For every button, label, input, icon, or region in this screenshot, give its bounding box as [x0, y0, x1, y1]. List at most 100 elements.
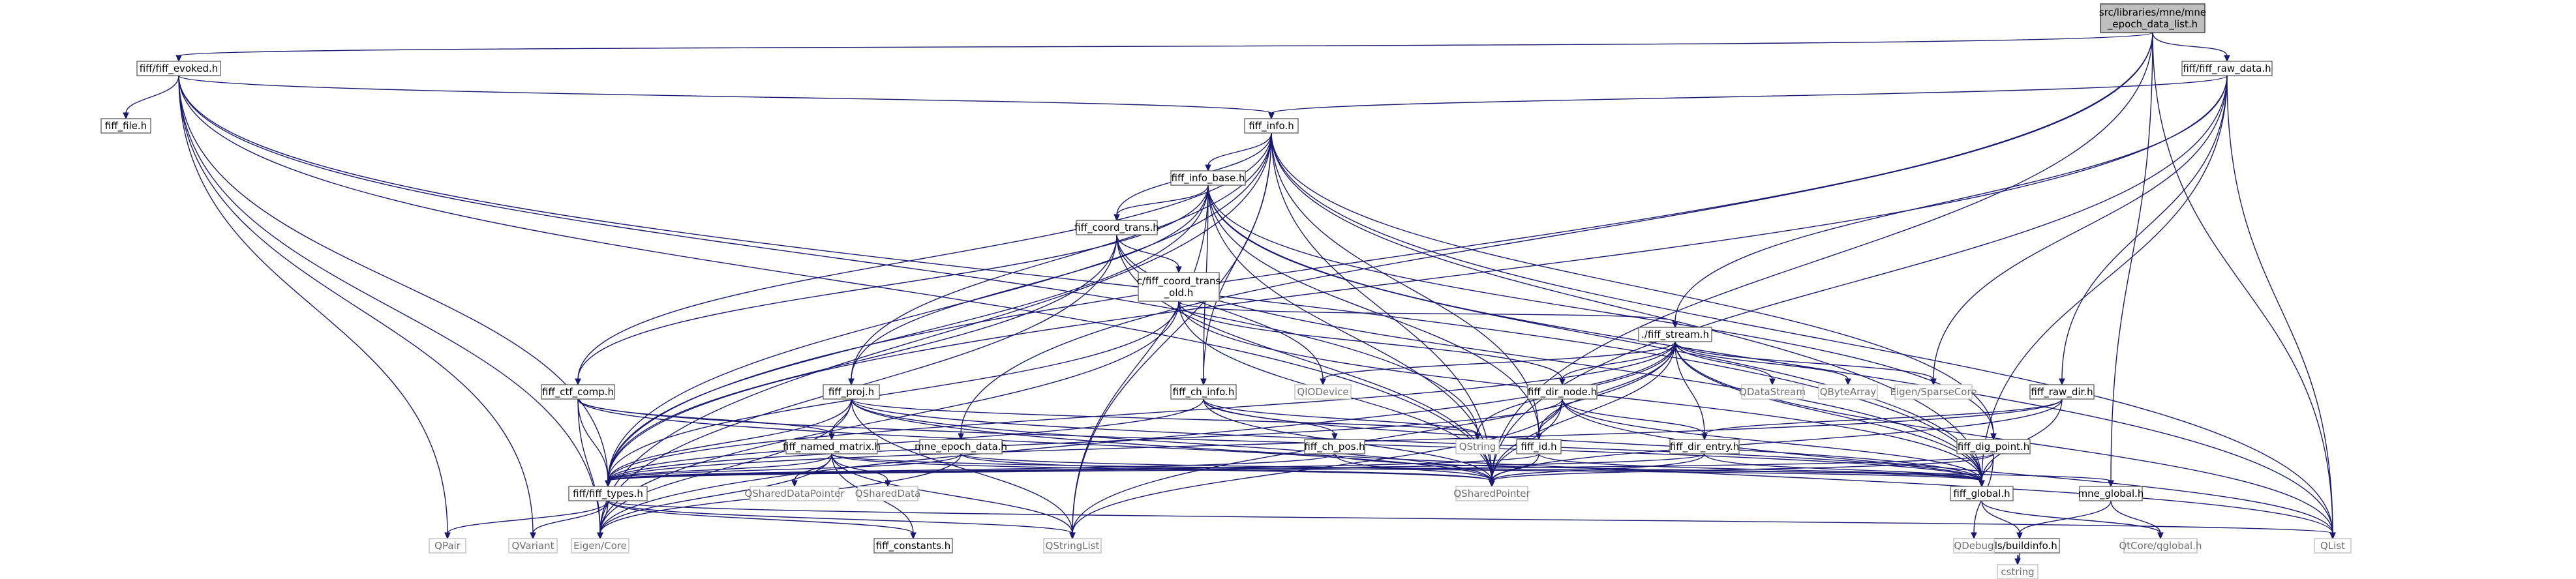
node-box-fiff-ch-info — [1170, 384, 1237, 400]
edge-fiff_named_matrix-to-Eigen_Core — [599, 453, 832, 534]
edge-fiff_proj-to-fiff_types — [607, 398, 852, 482]
edge-fiff_dir_node-to-fiff_dir_entry — [1562, 398, 1705, 435]
edge-fiff_stream-to-QIODevice — [1322, 341, 1676, 380]
node-QByteArray: QByteArray — [1818, 384, 1878, 400]
edge-fiff_stream-to-QDataStream — [1674, 341, 1773, 380]
arrowhead-fiff_coord_trans-to-c_fiff_coord_trans_old — [1175, 266, 1182, 274]
edge-fiff_evoked-to-fiff_info — [178, 75, 1272, 114]
arrowhead-fiff_raw_dir-to-fiff_dir_entry — [1701, 433, 1708, 441]
edge-fiff_raw_data-to-QSharedPointer — [1491, 75, 2228, 482]
edge-fiff_info_base-to-fiff_ctf_comp — [577, 185, 1209, 380]
node-fiff-id[interactable]: fiff_id.h — [1516, 439, 1562, 454]
node-Eigen-SparseCore: Eigen/SparseCore — [1890, 384, 1977, 400]
node-fiff-ch-pos[interactable]: fiff_ch_pos.h — [1304, 439, 1365, 454]
edge-root-to-mne_global — [2110, 32, 2153, 482]
node-label-fiff-raw-data: fiff/fiff_raw_data.h — [2183, 63, 2271, 75]
node-fiff-evoked[interactable]: fiff/fiff_evoked.h — [136, 61, 221, 76]
node-label-QByteArray: QByteArray — [1820, 386, 1877, 398]
node-label-fiff-file: fiff_file.h — [105, 120, 147, 132]
node-box-c-fiff-coord-trans-old — [1138, 272, 1220, 302]
edge-mne_epoch_data-to-mne_global — [960, 453, 2112, 482]
edge-fiff_raw_data-to-QList — [2226, 75, 2333, 534]
node-fiff-info-base[interactable]: fiff_info_base.h — [1170, 170, 1246, 186]
arrowhead-fiff_ch_info-to-QString — [1474, 433, 1481, 441]
node-label-Eigen-Core: Eigen/Core — [573, 540, 627, 552]
node-QPair: QPair — [429, 538, 466, 554]
node-label-QString: QString — [1459, 441, 1496, 453]
node-label-c-fiff-coord-trans-old: _old.h — [1164, 287, 1194, 299]
arrowhead-fiff_info_base-to-fiff_ctf_comp — [575, 378, 581, 386]
node-label-fiff-constants: fiff_constants.h — [876, 540, 951, 552]
node-c-fiff-coord-trans-old[interactable]: c/fiff_coord_trans_old.h — [1137, 272, 1221, 302]
edge-root-to-mne_epoch_data — [960, 32, 2153, 435]
node-label-fiff-global: fiff_global.h — [1953, 488, 2010, 500]
node-fiff-named-matrix[interactable]: fiff_named_matrix.h — [783, 439, 881, 454]
edge-fiff_info-to-fiff_id — [1271, 132, 1539, 435]
node-QString: QString — [1455, 439, 1500, 454]
edge-fiff_stream-to-fiff_dir_entry — [1674, 341, 1705, 435]
node-fiff-ch-info[interactable]: fiff_ch_info.h — [1170, 384, 1237, 400]
edge-fiff_types-to-Eigen_Core — [599, 500, 609, 534]
arrowhead-c_fiff_coord_trans_old-to-fiff_stream — [1672, 321, 1678, 329]
edge-fiff_dir_node-to-fiff_types — [607, 398, 1563, 482]
node-label-root: src/libraries/mne/mne — [2099, 7, 2206, 18]
arrowhead-fiff_proj-to-fiff_named_matrix — [828, 433, 835, 441]
edge-fiff_proj-to-fiff_global — [851, 398, 1982, 482]
edge-fiff_info-to-Eigen_Core — [599, 132, 1272, 534]
node-fiff-file[interactable]: fiff_file.h — [100, 118, 151, 134]
node-fiff-ctf-comp[interactable]: fiff_ctf_comp.h — [541, 384, 615, 400]
arrowhead-fiff_info-to-fiff_info_base — [1205, 164, 1211, 172]
node-label-QDebug: QDebug — [1954, 540, 1993, 552]
node-box-fiff-coord-trans — [1076, 220, 1158, 235]
arrowhead-mne_global-to-utils_buildinfo — [2016, 532, 2023, 540]
edge-mne_epoch_data-to-QSharedPointer — [960, 453, 1493, 482]
node-label-QList: QList — [2320, 540, 2345, 552]
node-fiff-stream[interactable]: ./fiff_stream.h — [1638, 327, 1712, 342]
edge-fiff_info_base-to-fiff_id — [1207, 185, 1539, 435]
node-box-fiff-ctf-comp — [541, 384, 615, 400]
node-fiff-raw-dir[interactable]: fiff_raw_dir.h — [2029, 384, 2095, 400]
node-QSharedPointer: QSharedPointer — [1453, 486, 1530, 501]
edge-fiff_ch_pos-to-QSharedPointer — [1334, 453, 1493, 482]
arrowhead-fiff_info_base-to-fiff_ch_info — [1200, 378, 1207, 386]
arrowhead-fiff_info_base-to-fiff_coord_trans — [1114, 214, 1120, 222]
node-mne-epoch-data[interactable]: mne_epoch_data.h — [915, 439, 1007, 454]
node-fiff-dir-entry[interactable]: fiff_dir_entry.h — [1669, 439, 1740, 454]
arrowhead-mne_global-to-QtCore_qglobal — [2157, 532, 2164, 540]
node-box-QList — [2314, 538, 2352, 554]
node-fiff-raw-data[interactable]: fiff/fiff_raw_data.h — [2181, 61, 2273, 76]
node-root[interactable]: src/libraries/mne/mne_epoch_data_list.h — [2099, 3, 2206, 33]
edge-fiff_info_base-to-QSharedPointer — [1207, 185, 1493, 482]
node-box-Eigen-Core — [571, 538, 629, 554]
arrowhead-fiff_raw_data-to-fiff_raw_dir — [2059, 378, 2065, 386]
edge-mne_global-to-utils_buildinfo — [2019, 500, 2112, 534]
edges-layer — [123, 32, 2336, 566]
node-fiff-types[interactable]: fiff/fiff_types.h — [568, 486, 648, 501]
node-mne-global[interactable]: mne_global.h — [2078, 486, 2144, 501]
edge-fiff_types-to-QList — [607, 500, 2333, 534]
node-fiff-constants[interactable]: fiff_constants.h — [873, 538, 953, 554]
arrowhead-fiff_stream-to-QIODevice — [1320, 378, 1326, 386]
edge-fiff_ctf_comp-to-Eigen_Core — [577, 398, 601, 534]
edge-fiff_info-to-fiff_proj — [851, 132, 1272, 380]
node-label-fiff-types: fiff/fiff_types.h — [573, 488, 643, 500]
edge-fiff_coord_trans-to-QIODevice — [1116, 234, 1324, 380]
arrowhead-fiff_stream-to-QByteArray — [1845, 378, 1851, 386]
arrowhead-fiff_dig_point-to-fiff_global — [1978, 480, 1985, 488]
node-fiff-dir-node[interactable]: fiff_dir_node.h — [1527, 384, 1598, 400]
node-box-fiff-raw-data — [2181, 61, 2273, 76]
node-cstring: cstring — [1997, 564, 2038, 579]
node-label-c-fiff-coord-trans-old: c/fiff_coord_trans — [1137, 275, 1221, 288]
node-fiff-proj[interactable]: fiff_proj.h — [823, 384, 880, 400]
node-label-fiff-ctf-comp: fiff_ctf_comp.h — [542, 386, 614, 398]
node-fiff-coord-trans[interactable]: fiff_coord_trans.h — [1074, 220, 1159, 235]
node-box-QIODevice — [1294, 384, 1352, 400]
node-fiff-dig-point[interactable]: fiff_dig_point.h — [1956, 439, 2031, 454]
node-fiff-info[interactable]: fiff_info.h — [1244, 118, 1299, 134]
node-label-QIODevice: QIODevice — [1297, 386, 1348, 398]
node-box-fiff-constants — [873, 538, 953, 554]
node-utils-buildinfo[interactable]: utils/buildinfo.h — [1979, 538, 2060, 554]
arrowhead-fiff_dig_point-to-fiff_types — [605, 480, 611, 488]
node-fiff-global[interactable]: fiff_global.h — [1950, 486, 2014, 501]
